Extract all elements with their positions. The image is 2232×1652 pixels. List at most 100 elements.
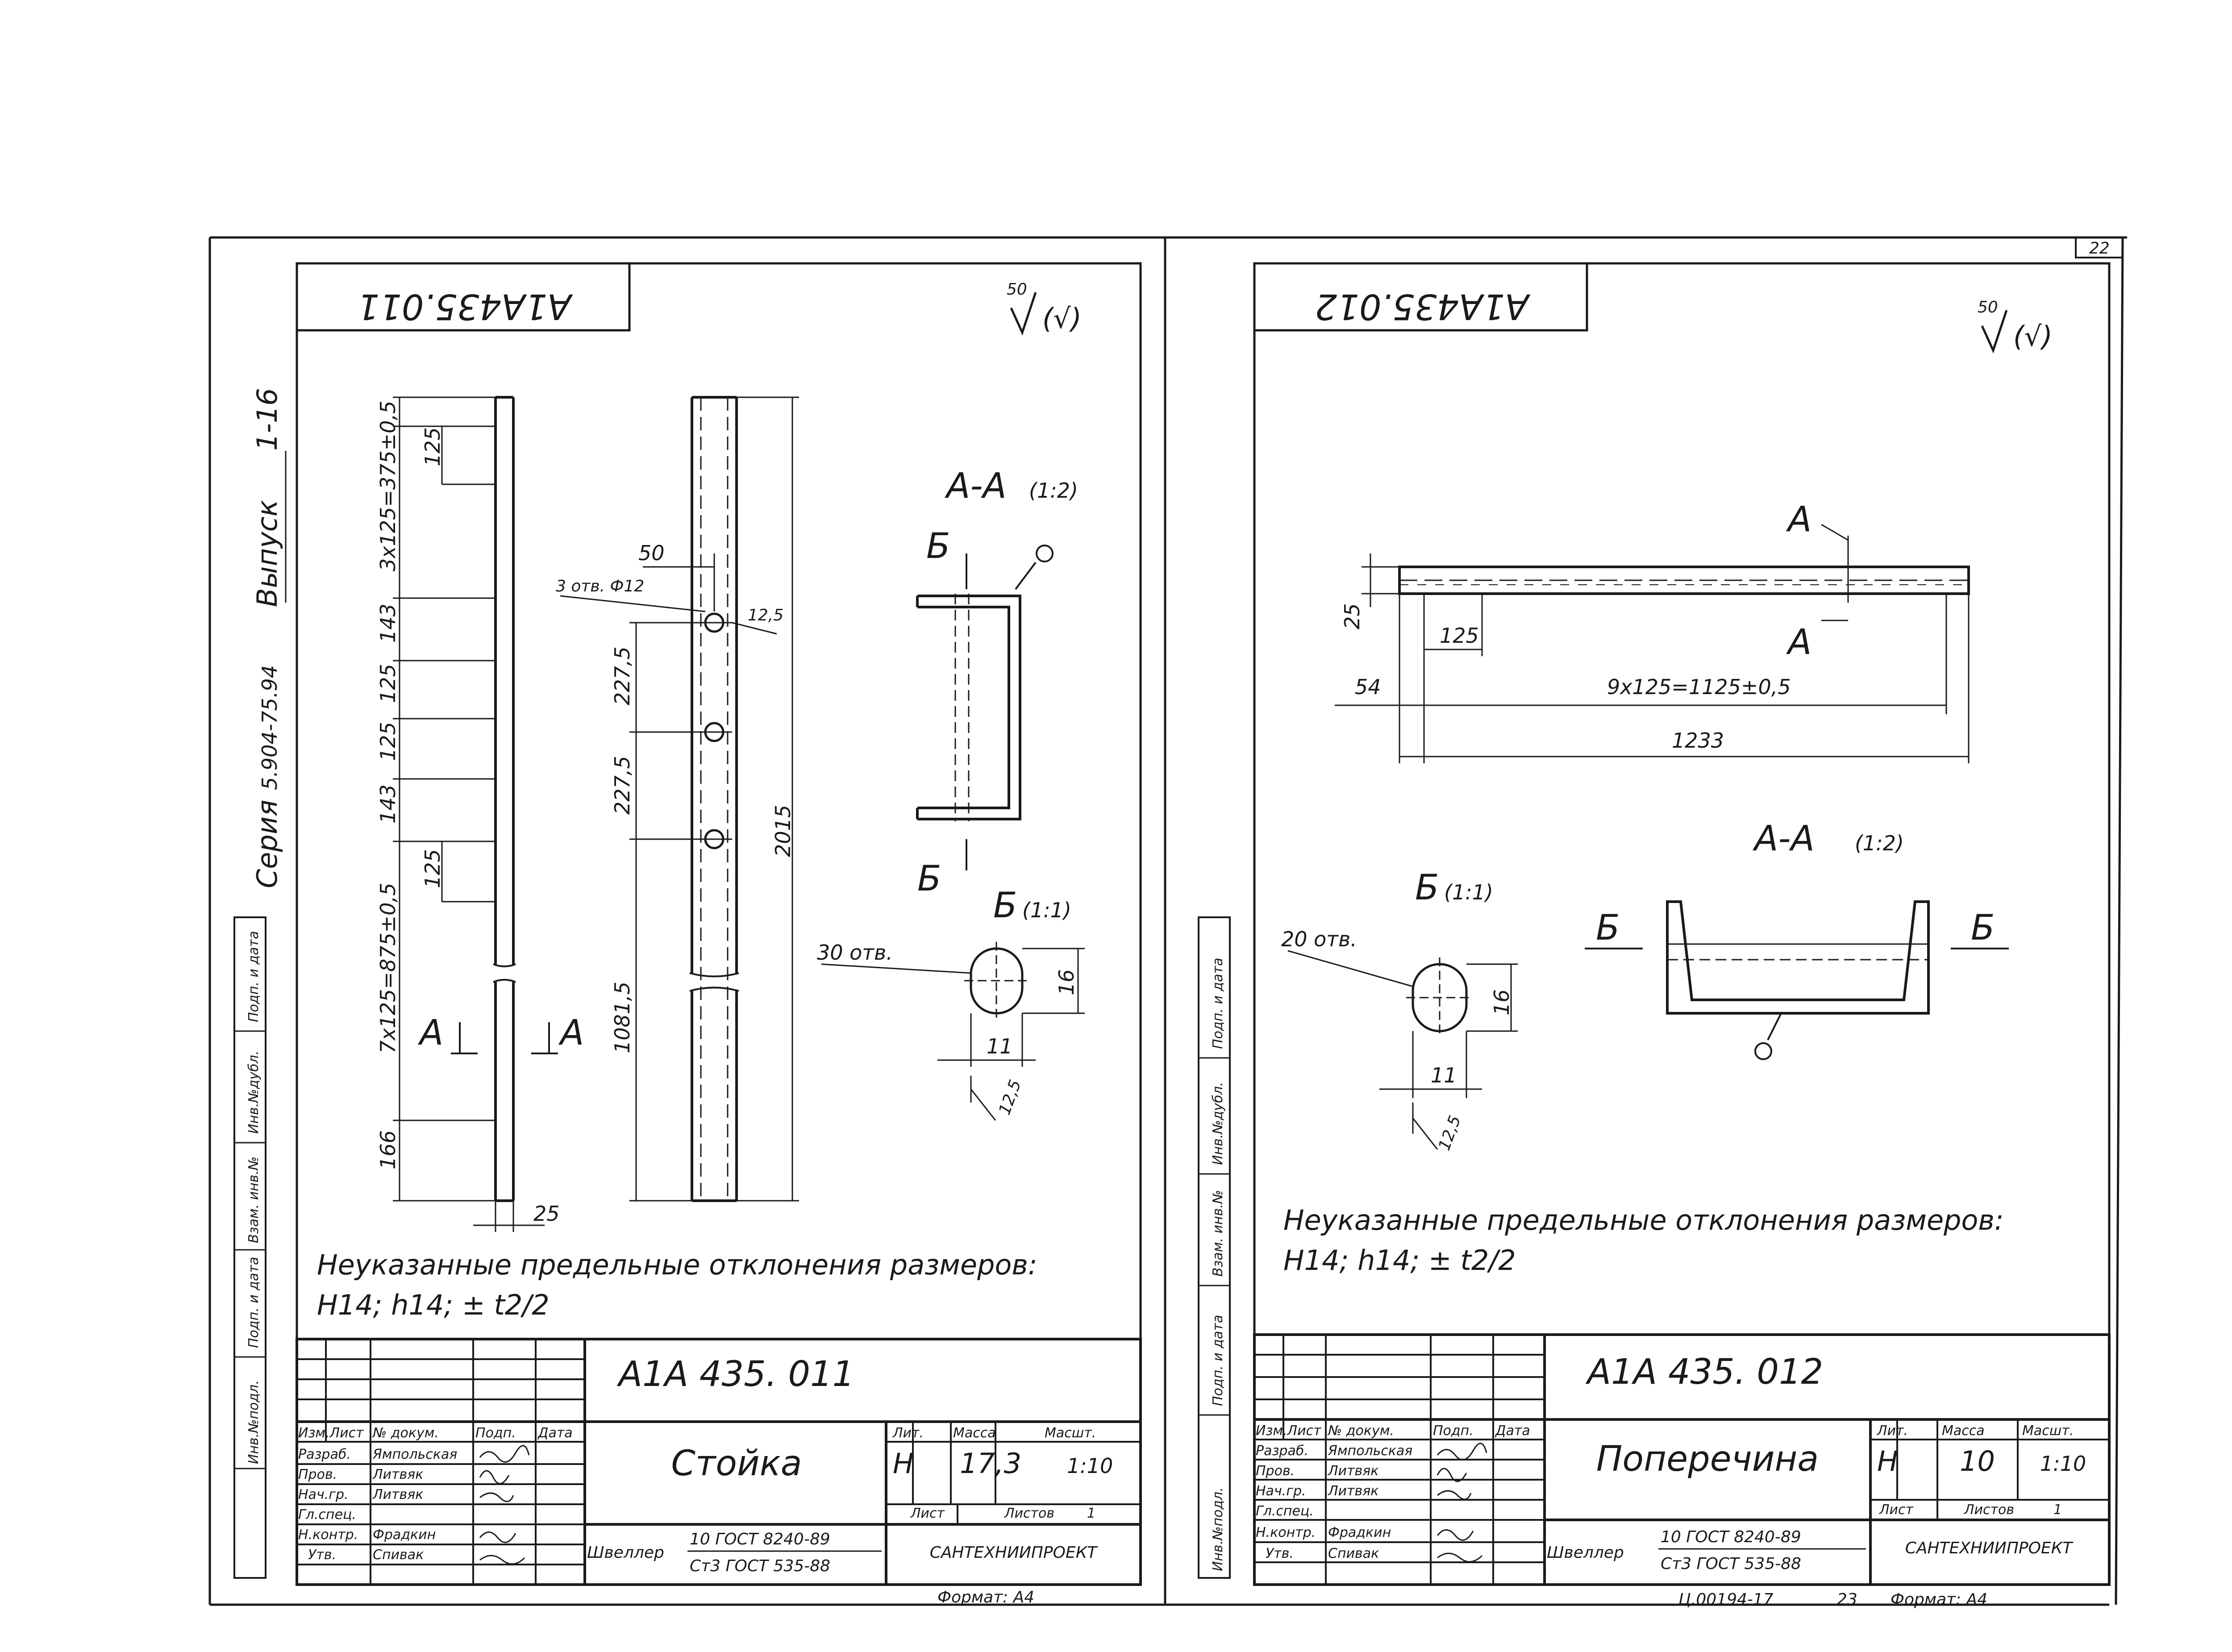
right-section-b-right: Б xyxy=(1971,908,1995,948)
side-label-inv-dubl: Инв.№дубл. xyxy=(246,1051,262,1134)
issue-label: Выпуск xyxy=(251,499,283,607)
page-number: 22 xyxy=(2089,239,2110,258)
svg-text:Дата: Дата xyxy=(537,1425,573,1441)
right-sheets-label: Листов xyxy=(1964,1502,2014,1518)
left-tolerance-line2: H14; h14; ± t2/2 xyxy=(317,1289,550,1321)
right-tolerance-line2: H14; h14; ± t2/2 xyxy=(1283,1244,1516,1277)
right-organization: САНТЕХНИИПРОЕКТ xyxy=(1905,1539,2074,1557)
svg-text:Ямпольская: Ямпольская xyxy=(372,1447,457,1462)
svg-text:Гл.спец.: Гл.спец. xyxy=(298,1507,356,1523)
svg-text:Разраб.: Разраб. xyxy=(1256,1443,1308,1459)
right-sheets-value: 1 xyxy=(2053,1502,2062,1518)
left-sheets-label: Листов xyxy=(1004,1506,1054,1521)
svg-text:Фрадкин: Фрадкин xyxy=(1328,1525,1391,1540)
left-dim-50: 50 xyxy=(638,541,665,565)
side-label-inv-podl: Инв.№подл. xyxy=(246,1380,262,1464)
svg-text:(√): (√) xyxy=(2013,320,2053,353)
svg-text:Спивак: Спивак xyxy=(373,1547,424,1563)
left-dim-125-top: 125 xyxy=(421,427,445,466)
svg-text:(√): (√) xyxy=(1042,302,1082,335)
svg-text:Литвяк: Литвяк xyxy=(1328,1483,1378,1499)
left-format: Формат: А4 xyxy=(937,1588,1034,1606)
right-stamp-code: А1А435.012 xyxy=(1315,286,1531,326)
right-dim-1233: 1233 xyxy=(1672,728,1724,753)
right-cut-a-top: А xyxy=(1786,499,1811,540)
right-title-block xyxy=(1253,1333,2111,1586)
right-dim-25: 25 xyxy=(1340,603,1364,629)
left-designation: А1А 435. 011 xyxy=(616,1354,854,1394)
left-scale-header: Масшт. xyxy=(1045,1425,1096,1441)
svg-text:Литвяк: Литвяк xyxy=(372,1467,423,1482)
right-mass-value: 10 xyxy=(1960,1445,1995,1477)
right-dim-1125: 9х125=1125±0,5 xyxy=(1607,675,1791,699)
svg-text:Пров.: Пров. xyxy=(1256,1463,1295,1479)
svg-text:Гл.спец.: Гл.спец. xyxy=(1256,1503,1314,1519)
left-dim-875: 7х125=875±0,5 xyxy=(376,883,400,1053)
right-format: Формат: А4 xyxy=(1891,1590,1987,1609)
left-dim-227-5-b: 227,5 xyxy=(610,756,634,815)
series-block: Серия 5.904-75.94 Выпуск 1-16 xyxy=(251,388,287,888)
right-lit-header: Лит. xyxy=(1877,1423,1908,1439)
left-dim-143-a: 143 xyxy=(376,603,400,643)
right-roughness-value: 50 xyxy=(1978,298,1998,316)
left-mass-header: Масса xyxy=(953,1425,996,1441)
right-view-b-label: Б xyxy=(1415,868,1439,908)
left-slot-label: 30 отв. xyxy=(817,940,893,965)
right-cut-a-bottom: А xyxy=(1786,622,1811,662)
left-stamp: А1А435.011 xyxy=(296,262,631,332)
right-signatures xyxy=(1437,1443,1487,1563)
right-slot-view xyxy=(1287,950,1518,1150)
right-slot-dim-16: 16 xyxy=(1490,989,1514,1015)
svg-text:Н.контр.: Н.контр. xyxy=(298,1527,358,1543)
left-front-view-dims xyxy=(560,396,799,1202)
left-cut-label-a-2: А xyxy=(558,1013,584,1053)
left-title-rows: Изм.Лист № докум. Подп. Дата Разраб. Ямп… xyxy=(298,1425,573,1563)
left-cut-marks xyxy=(451,1022,558,1054)
left-section-b-top: Б xyxy=(926,526,950,566)
page-number-box: 22 xyxy=(2075,237,2124,258)
svg-text:Подп.: Подп. xyxy=(475,1425,516,1441)
left-material-label: Швеллер xyxy=(587,1544,664,1562)
svg-text:Нач.гр.: Нач.гр. xyxy=(298,1487,349,1502)
svg-text:Ямпольская: Ямпольская xyxy=(1328,1443,1412,1459)
left-cut-label-a-1: А xyxy=(417,1013,443,1053)
left-dim-227-5-a: 227,5 xyxy=(610,646,634,705)
left-side-view-dims xyxy=(393,396,545,1232)
left-title-block xyxy=(296,1338,1142,1586)
svg-text:Литвяк: Литвяк xyxy=(1328,1463,1378,1479)
right-scale-header: Масшт. xyxy=(2022,1423,2074,1439)
svg-text:Дата: Дата xyxy=(1495,1423,1530,1439)
left-slot-dim-16: 16 xyxy=(1054,969,1079,995)
left-dim-12-5: 12,5 xyxy=(748,606,783,624)
left-part-name: Стойка xyxy=(671,1444,802,1484)
series-label: Серия xyxy=(251,800,283,888)
svg-text:Н.контр.: Н.контр. xyxy=(1256,1525,1316,1540)
left-slot-dim-11: 11 xyxy=(987,1034,1013,1058)
svg-text:Литвяк: Литвяк xyxy=(372,1487,423,1502)
left-section-scale: (1:2) xyxy=(1029,479,1078,503)
left-mass-value: 17,3 xyxy=(960,1447,1021,1480)
right-slot-dim-11: 11 xyxy=(1431,1063,1457,1087)
right-part-name: Поперечина xyxy=(1596,1439,1819,1479)
svg-text:Утв.: Утв. xyxy=(308,1547,336,1563)
left-dim-166: 166 xyxy=(376,1130,400,1169)
right-crossbar-dims xyxy=(1335,524,1970,763)
right-sheet-label: Лист xyxy=(1879,1502,1914,1518)
right-slot-label: 20 отв. xyxy=(1281,927,1357,951)
right-crossbar-view xyxy=(1398,566,1970,595)
right-dim-54: 54 xyxy=(1355,675,1381,699)
side-label-podp-data: Подп. и дата xyxy=(246,931,262,1022)
left-sheets-value: 1 xyxy=(1087,1506,1095,1521)
svg-text:Утв.: Утв. xyxy=(1266,1546,1294,1561)
svg-text:Подп.: Подп. xyxy=(1433,1423,1474,1439)
left-material-line1: 10 ГОСТ 8240-89 xyxy=(690,1530,830,1548)
right-stamp: А1А435.012 xyxy=(1253,262,1588,332)
svg-text:Фрадкин: Фрадкин xyxy=(373,1527,436,1543)
right-scale-value: 1:10 xyxy=(2040,1452,2086,1476)
svg-text:Нач.гр.: Нач.гр. xyxy=(1256,1483,1306,1499)
left-view-b-scale: (1:1) xyxy=(1022,898,1071,922)
left-scale-value: 1:10 xyxy=(1067,1454,1113,1478)
left-slot-view xyxy=(821,942,1085,1121)
right-section-b-left: Б xyxy=(1596,908,1620,948)
left-dim-1081-5: 1081,5 xyxy=(610,982,634,1053)
